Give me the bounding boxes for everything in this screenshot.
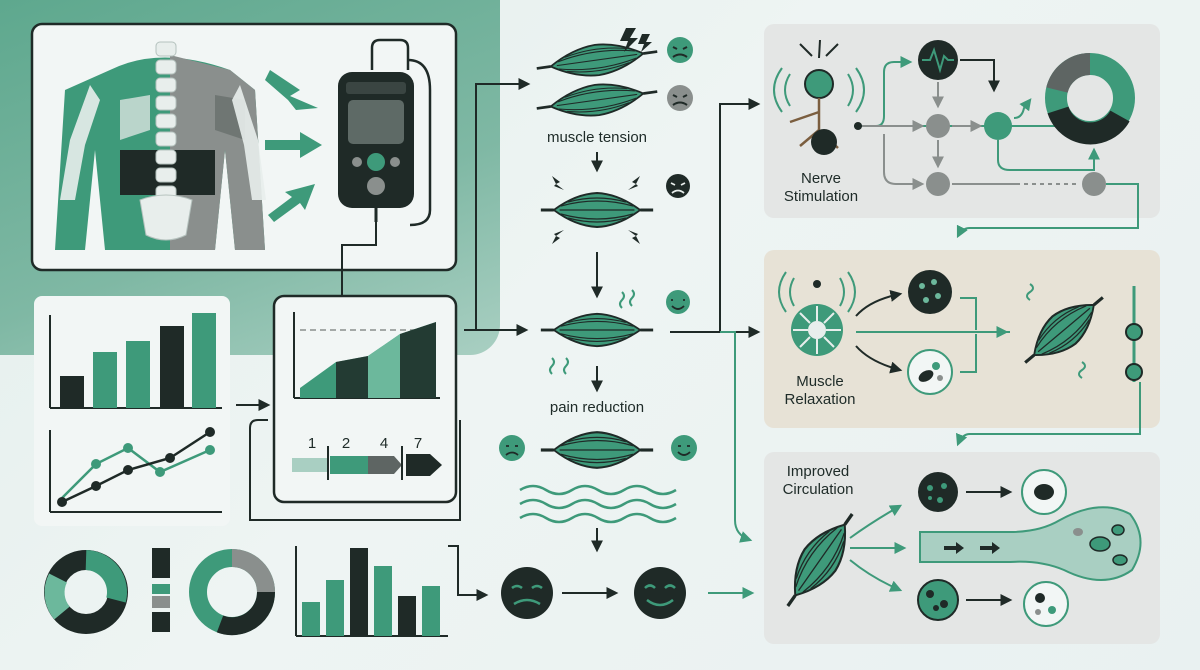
nerve-stimulation-panel [764,24,1160,239]
timeline-step: 7 [414,435,422,452]
circulation-label-line2: Circulation [783,481,854,498]
nerve-label-line2: Stimulation [784,188,858,205]
cell-icon-5 [1023,581,1069,627]
device-connector [341,222,377,300]
vessel-icon [919,506,1142,581]
timeline-step: 1 [308,435,316,452]
neuron-icon [773,39,865,155]
slider-icon [1125,286,1143,382]
timeline-step: 4 [380,435,388,452]
timeline-step: 2 [342,435,350,452]
relaxing-muscle [539,289,690,375]
tense-muscle-group [533,28,693,125]
bottom-stats [44,545,489,637]
human-torso-icon [55,41,266,250]
lightning-icon [620,28,652,52]
donut-chart-icon [44,550,128,634]
cell-icon [908,270,952,314]
pain-reduction-label: pain reduction [550,399,644,416]
to-muscle-arrow [464,78,531,331]
sad-face-icon [501,567,553,619]
sad-face-icon-small [667,37,693,111]
stats-panel [34,296,230,526]
line-chart-icon [49,427,222,513]
tens-device-icon [338,38,432,227]
happy-face-icon [634,567,686,619]
timeline-bar [292,446,442,480]
nerve-label-line1: Nerve [801,170,841,187]
pulse-icon [918,40,958,80]
cramped-muscle [539,174,690,244]
area-chart-icon [293,312,440,399]
wave-lines [519,484,677,524]
muscle-tension-label: muscle tension [547,129,647,146]
signal-arrows [265,70,322,222]
improved-circulation-panel [764,452,1160,644]
muscle-relaxation-panel [764,250,1160,447]
to-circulation-arrow [720,331,753,543]
cell-icon-2 [907,349,953,395]
donut-chart-icon-3 [1045,53,1135,145]
relaxation-label-line1: Muscle [796,373,844,390]
neuron-cell-icon [778,271,856,356]
relaxation-label-line2: Relaxation [785,391,856,408]
circulation-label-line1: Improved [787,463,850,480]
cell-icon-4 [917,579,959,621]
bar-chart-icon [49,313,222,409]
bar-chart-icon-2 [295,546,448,637]
muscle-icon [1012,282,1116,379]
legend-bar-icon [152,548,170,632]
angry-face-icon [666,174,690,198]
relaxed-muscle [499,430,697,470]
red-blood-cell-icon [1021,469,1067,515]
donut-chart-icon-2 [189,549,276,636]
cell-icon-3 [918,472,958,512]
progress-panel [249,294,461,521]
body-panel [30,22,458,272]
